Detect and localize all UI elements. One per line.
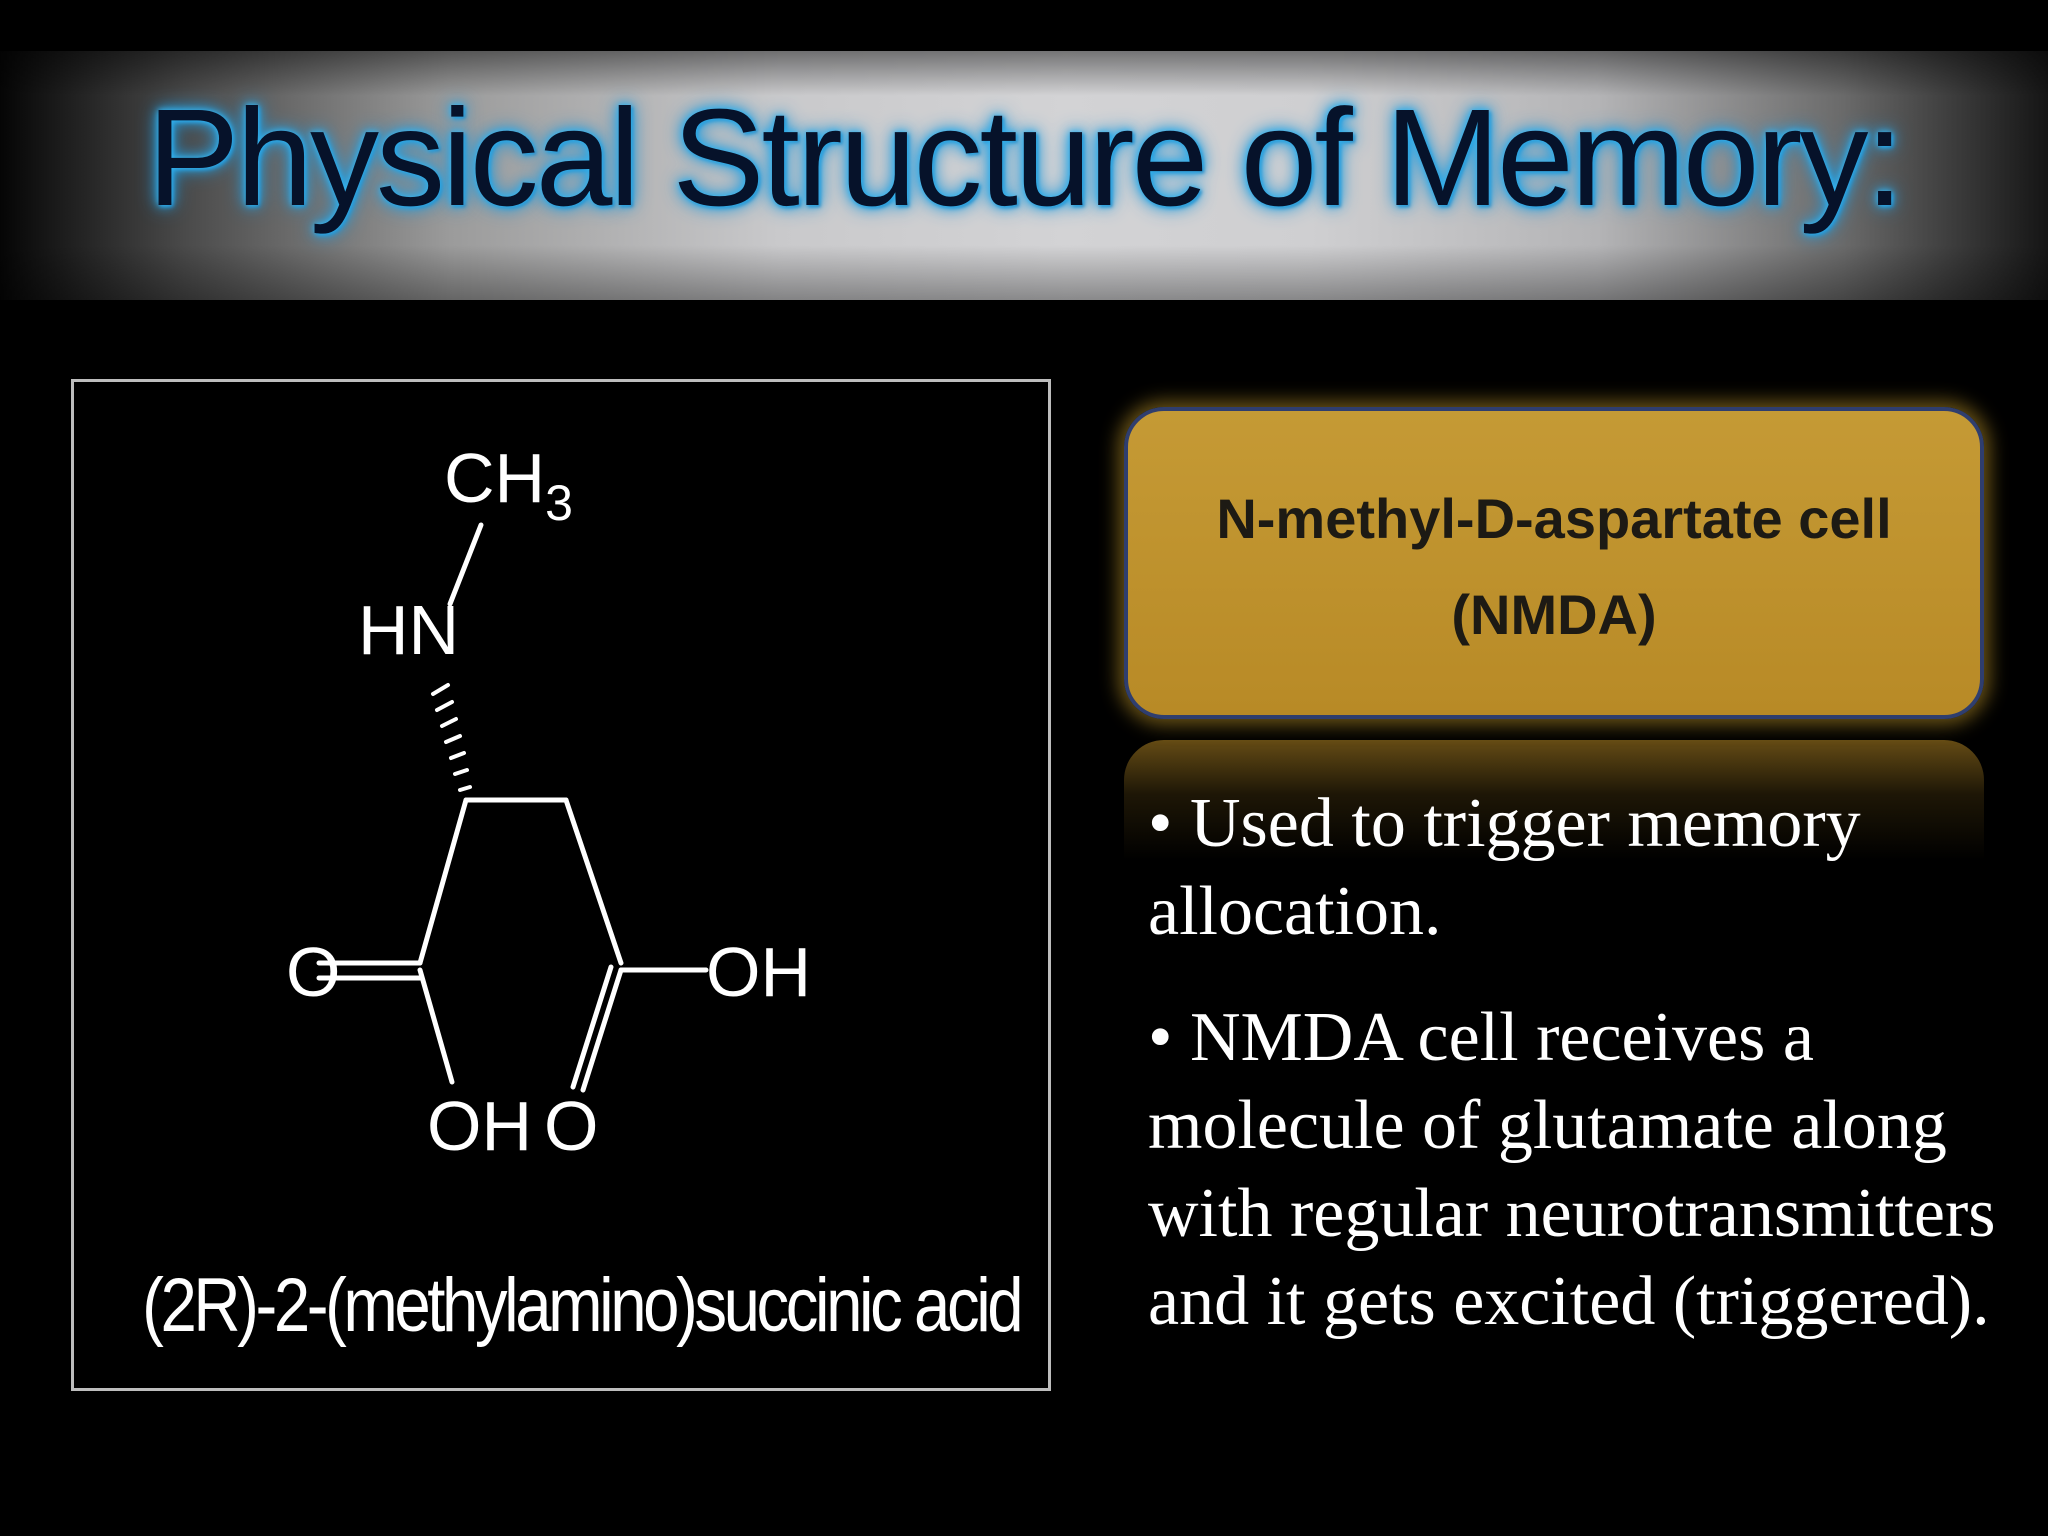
bond-c4-o-double-a (580, 967, 624, 1093)
title-band (0, 51, 2048, 300)
bond-c2-c1 (417, 797, 469, 966)
bullet-item: • Used to trigger memory allocation. (1148, 785, 1861, 950)
bullet-item: • NMDA cell receives a molecule of gluta… (1148, 999, 1996, 1340)
label-o-left: O (286, 933, 340, 1011)
molecule-structure: CH3 HN O OH OH O (286, 439, 811, 1165)
label-o-bottom: O (544, 1087, 598, 1165)
bond-c1-oh (417, 967, 455, 1085)
molecule-diagram: CH3 HN O OH OH O (2R)-2-(methylamino)suc… (71, 379, 1051, 1391)
bullet-list: • Used to trigger memory allocation. • N… (1148, 780, 2008, 1384)
bond-n-ch3 (447, 522, 484, 607)
hashed-wedge-bond (431, 683, 472, 792)
molecule-caption: (2R)-2-(methylamino)succinic acid (142, 1263, 1023, 1348)
callout-line-2: (NMDA) (1451, 583, 1657, 646)
nmda-callout: N-methyl-D-aspartate cell (NMDA) (1124, 407, 1984, 719)
callout-line-1: N-methyl-D-aspartate cell (1216, 487, 1892, 550)
callout-reflection (1124, 740, 1984, 860)
slide-title: Physical Structure of Memory: (147, 81, 1904, 235)
callout-text: N-methyl-D-aspartate cell (NMDA) (1128, 471, 1980, 663)
label-ch3: CH3 (444, 439, 573, 531)
bond-c4-o-double-b (570, 964, 614, 1090)
bond-c3-c4 (563, 797, 624, 966)
label-oh-bottom: OH (427, 1087, 532, 1165)
label-hn: HN (358, 591, 459, 669)
label-oh-right: OH (706, 933, 811, 1011)
